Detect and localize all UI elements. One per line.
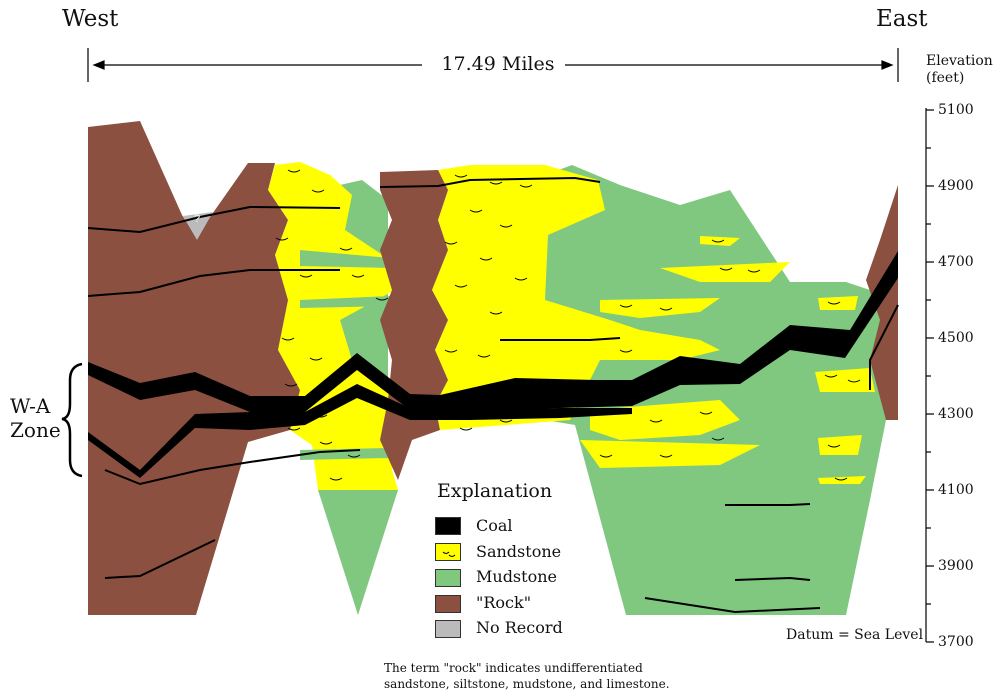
tick-label: 4700 [938,254,974,270]
sandstone-body-center [432,165,720,430]
mudstone-swatch [435,569,461,587]
legend-label-coal: Coal [476,516,513,535]
legend-label-sandstone: Sandstone [476,542,562,561]
mudstone-stringer-2 [300,296,392,308]
tick-label: 3900 [938,558,974,574]
tick-label: 3700 [938,634,974,650]
east-label: East [876,6,928,32]
coal-band-upper [88,251,898,412]
distance-text: 17.49 Miles [433,53,563,75]
legend-label-no-record: No Record [476,618,563,637]
footnote-line1: The term "rock" indicates undifferentiat… [384,661,643,675]
sandstone-swatch [435,543,461,561]
sandstone-lens-5 [580,440,760,468]
zone-label-line1: W-A [10,394,51,418]
tick-label: 5100 [938,102,974,118]
sandstone-lens-3 [700,236,740,246]
rock-column-middle [380,170,448,480]
zone-label: W-A Zone [10,394,61,442]
footnote-line2: sandstone, siltstone, mudstone, and lime… [384,677,670,691]
sandstone-lens-6 [815,368,875,392]
west-label: West [62,6,119,32]
coal-swatch [435,517,461,535]
sandstone-lens-2 [660,262,790,282]
distance-arrow [87,48,899,82]
legend-label-mudstone: Mudstone [476,567,557,586]
zone-brace [61,362,83,478]
rock-column-east [866,185,898,420]
elevation-axis [925,108,934,643]
coal-band-lower [88,384,632,478]
mudstone-wedge-left [318,490,398,615]
thin-coal-seams [87,176,899,614]
axis-title: Elevation (feet) [926,53,993,87]
legend-label-rock: "Rock" [476,593,532,612]
legend-title: Explanation [437,480,553,502]
mudstone-body-center [545,165,886,615]
sandstone-ripple-marks [275,169,861,481]
distance-label: 17.49 Miles [0,53,996,75]
tick-label: 4300 [938,406,974,422]
tick-label: 4100 [938,482,974,498]
rock-swatch [435,595,461,613]
datum-label: Datum = Sea Level [786,627,924,643]
tick-label: 4900 [938,178,974,194]
axis-title-line1: Elevation [926,53,993,69]
tick-label: 4500 [938,330,974,346]
rock-column-west [88,121,300,615]
no-record-question-mark: ? [194,213,200,225]
axis-title-line2: (feet) [926,70,965,86]
zone-label-line2: Zone [10,418,61,442]
mudstone-stringer-1 [300,250,392,268]
no-record-swatch [435,620,461,638]
